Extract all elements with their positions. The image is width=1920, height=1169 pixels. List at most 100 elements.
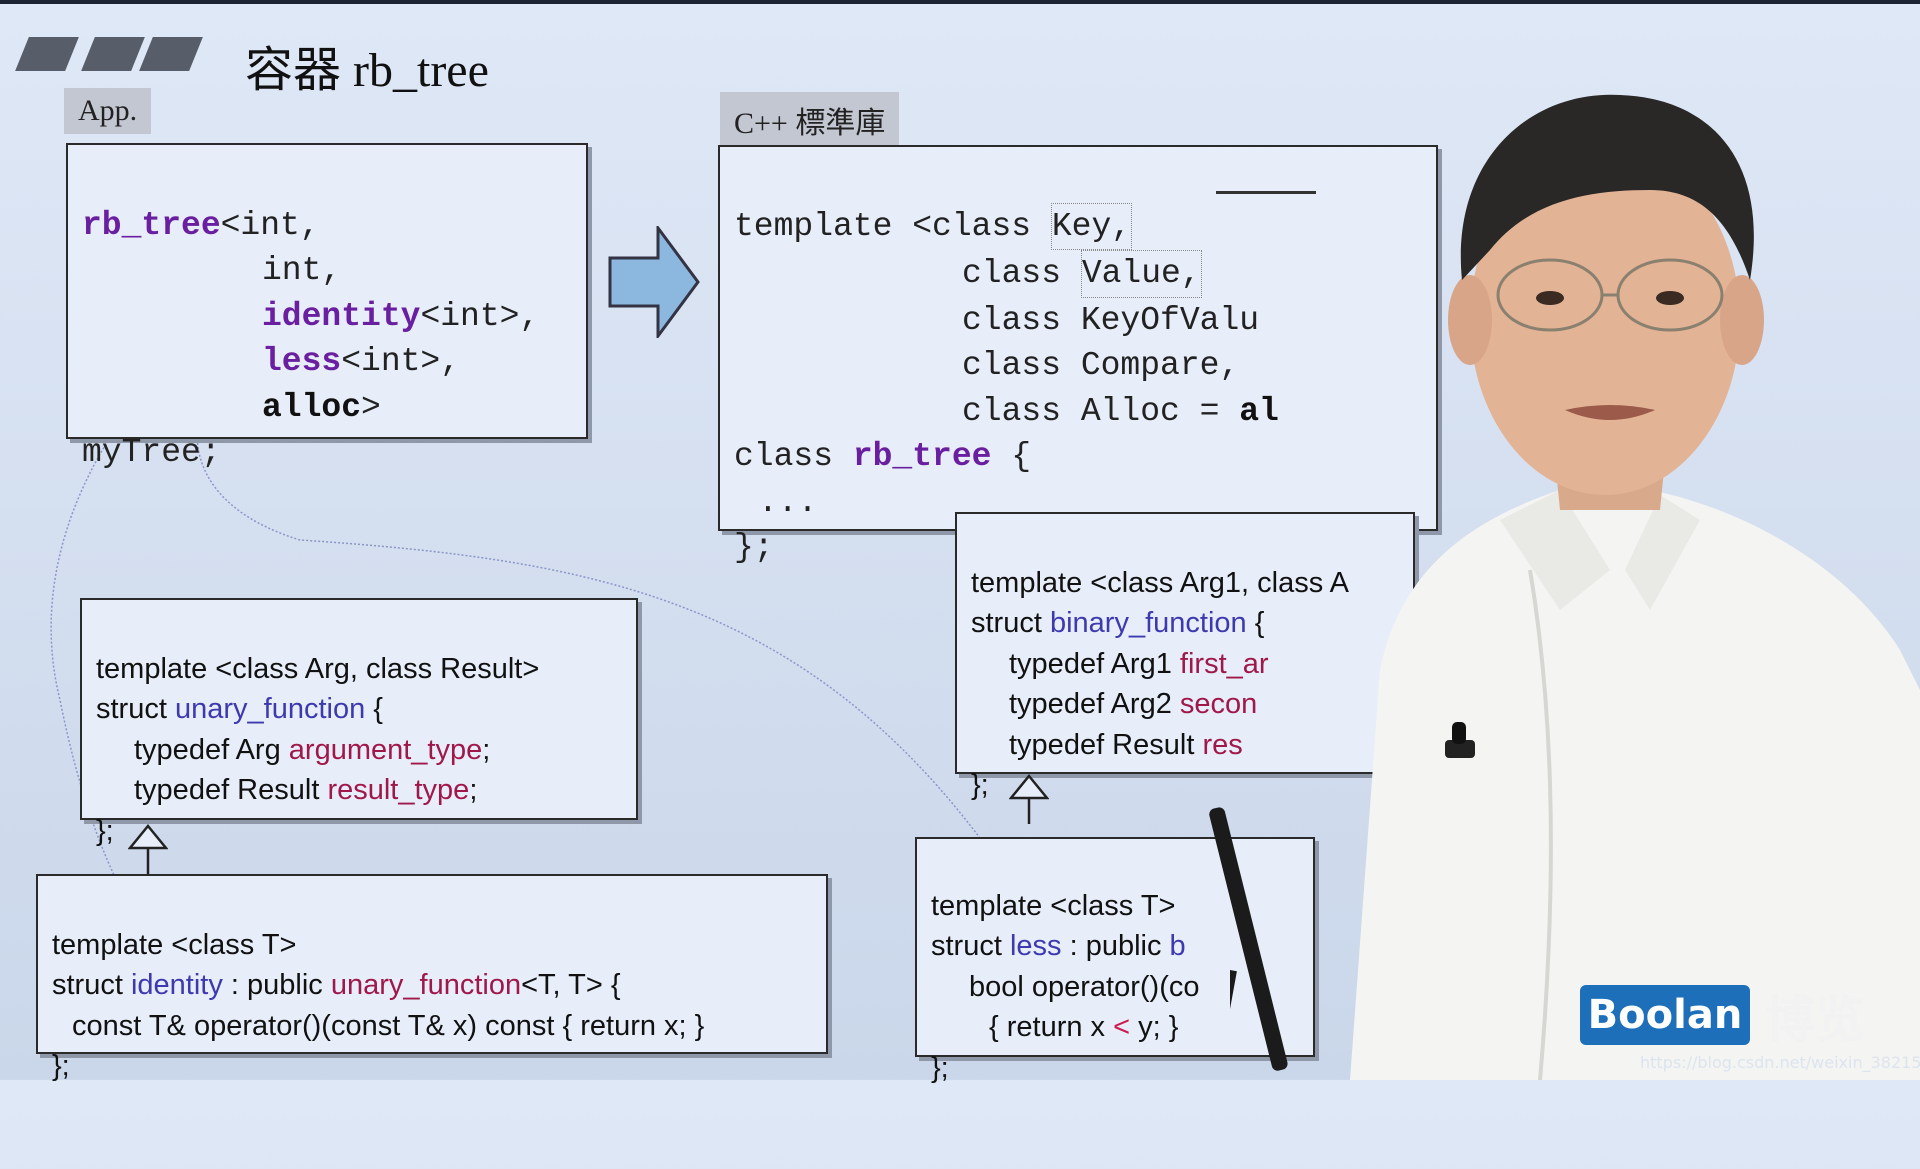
code-text: class (734, 438, 853, 475)
code-text: myTree; (82, 434, 221, 471)
app-code-box: rb_tree<int,int,identity<int>,less<int>,… (66, 143, 588, 439)
title-decoration-bar (139, 37, 203, 71)
lapel-microphone (1452, 722, 1466, 744)
code-text: const T& operator()(const T& x) const { … (72, 1010, 704, 1042)
code-line: class KeyOfValu (734, 298, 1279, 344)
watermark-url: https://blog.csdn.net/weixin_38215141 (1640, 1053, 1920, 1072)
identity-struct-code: template <class T> struct identity : publ… (52, 884, 704, 1168)
code-line: template <class Key, (734, 203, 1279, 251)
code-text: struct (931, 930, 1010, 962)
code-line: bool operator()(co (931, 967, 1200, 1008)
identity-struct-box: template <class T> struct identity : publ… (36, 874, 828, 1054)
code-line: class Value, (734, 250, 1279, 298)
code-line: rb_tree<int, (82, 203, 539, 249)
base-class-name: b (1170, 930, 1186, 962)
code-text: }; (931, 1052, 949, 1084)
code-text: { (991, 438, 1031, 475)
less-keyword: less (262, 343, 341, 380)
code-text: }; (971, 769, 989, 801)
code-line: typedef Arg argument_type; (96, 730, 539, 771)
presenter-ear (1448, 275, 1492, 365)
code-line: }; (52, 1046, 704, 1087)
presenter-eye (1536, 291, 1564, 305)
app-tab-label: App. (64, 88, 151, 134)
code-text: <int, (221, 207, 320, 244)
code-line: template <class T> (52, 925, 704, 966)
rb-tree-keyword: rb_tree (82, 207, 221, 244)
code-text: class Alloc = (962, 393, 1239, 430)
code-line: }; (931, 1048, 1200, 1089)
top-border (0, 0, 1920, 4)
less-struct-code: template <class T> struct less : public b… (931, 845, 1200, 1169)
code-line: class Compare, (734, 343, 1279, 389)
code-text: bool operator()(co (969, 971, 1200, 1003)
code-ellipsis: ... (758, 484, 817, 521)
code-line: int, (82, 248, 539, 294)
code-line: typedef Result result_type; (96, 770, 539, 811)
code-text: int, (262, 252, 341, 289)
code-text: template <class (734, 208, 1051, 245)
code-text: > (361, 389, 381, 426)
right-arrow-icon (608, 226, 700, 338)
code-line: { return x < y; } (931, 1007, 1200, 1048)
rb-tree-class-keyword: rb_tree (853, 438, 992, 475)
code-text: typedef Arg (134, 734, 289, 766)
value-param: Value, (1081, 250, 1202, 298)
code-text: class (962, 255, 1081, 292)
code-line: const T& operator()(const T& x) const { … (52, 1006, 704, 1047)
code-text: template <class Arg, class Result> (96, 653, 539, 685)
code-line: less<int>, (82, 339, 539, 385)
less-name: less (1010, 930, 1062, 962)
inheritance-arrow-icon (1009, 774, 1049, 824)
key-param: Key, (1051, 203, 1132, 251)
code-text: class KeyOfValu (962, 302, 1259, 339)
code-text: typedef Arg1 (1009, 648, 1180, 680)
code-text: struct (971, 607, 1050, 639)
code-text: <int>, (341, 343, 460, 380)
code-text: typedef Result (1009, 729, 1202, 761)
code-text: struct (96, 693, 175, 725)
code-text: struct (52, 969, 131, 1001)
inheritance-arrow-icon (128, 824, 168, 874)
typedef-name: result_type (327, 774, 469, 806)
identity-name: identity (131, 969, 223, 1001)
title-decoration-bar (15, 37, 79, 71)
base-class-name: unary_function (331, 969, 521, 1001)
code-line: alloc> (82, 385, 539, 431)
code-text: { (365, 693, 383, 725)
boolan-logo-chinese: 博览 (1765, 980, 1865, 1052)
code-text: }; (52, 1050, 70, 1082)
title-decoration-bar (81, 37, 145, 71)
code-text: typedef Result (134, 774, 327, 806)
alloc-keyword: alloc (262, 389, 361, 426)
code-text: <T, T> { (521, 969, 620, 1001)
code-text: class Compare, (962, 347, 1239, 384)
boolan-logo: Boolan (1580, 985, 1750, 1045)
code-text: template <class T> (52, 929, 296, 961)
code-text: { return x (989, 1011, 1113, 1043)
identity-keyword: identity (262, 298, 420, 335)
code-line: template <class T> (931, 886, 1200, 927)
code-line: struct identity : public unary_function<… (52, 965, 704, 1006)
code-text: ; (482, 734, 490, 766)
app-code-block: rb_tree<int,int,identity<int>,less<int>,… (82, 157, 539, 567)
presenter-figure (1230, 50, 1920, 1080)
slide-title: 容器 rb_tree (245, 30, 489, 100)
code-text: template <class T> (931, 890, 1175, 922)
code-text: ; (469, 774, 477, 806)
code-line: struct unary_function { (96, 689, 539, 730)
code-text: : public (223, 969, 331, 1001)
code-text: }; (96, 815, 114, 847)
unary-function-name: unary_function (175, 693, 365, 725)
presenter-ear (1720, 275, 1764, 365)
binary-function-name: binary_function (1050, 607, 1247, 639)
code-text: : public (1062, 930, 1170, 962)
code-line: class rb_tree { (734, 434, 1279, 480)
code-line: template <class Arg, class Result> (96, 649, 539, 690)
code-line: identity<int>, (82, 294, 539, 340)
code-text: <int>, (420, 298, 539, 335)
stl-tab-label: C++ 標準庫 (720, 92, 899, 148)
less-than-operator: < (1113, 1011, 1130, 1043)
code-text: typedef Arg2 (1009, 688, 1180, 720)
typedef-name: argument_type (289, 734, 482, 766)
